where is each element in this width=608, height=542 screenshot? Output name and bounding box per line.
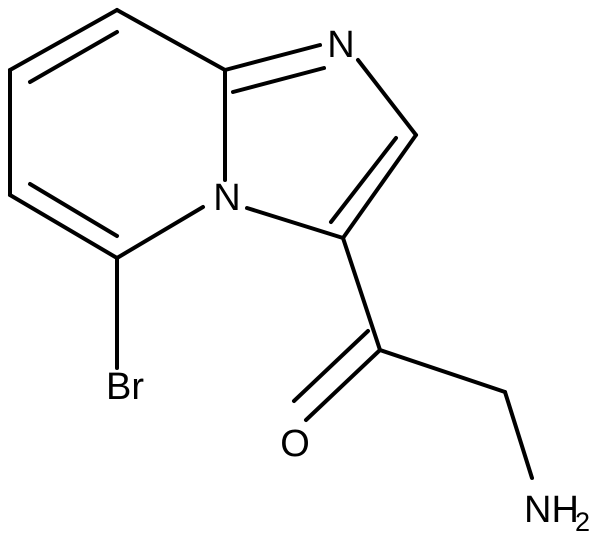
bond-n-imidazole-c2 [356,58,418,137]
bond-c2-c3-inner [329,136,398,224]
atom-amine: NH [524,489,579,531]
atom-n-imidazole: N [327,24,354,66]
bond-c2-c3 [341,133,418,240]
bond-ch2-nh2 [503,390,534,480]
bond-c8a-n-imidazole-inner [231,66,326,94]
bond-carbonyl-ch2 [378,348,507,394]
bond-pyridine-c4-c3 [8,193,119,260]
atom-oxygen: O [280,423,310,465]
atom-bromine: Br [106,366,144,408]
bond-pyridine-c6-c8a [115,8,227,72]
atom-amine-subscript: 2 [575,507,590,537]
bond-pyridine-c3-n [115,205,205,260]
bond-c3-carbonyl [341,236,382,352]
bond-c8a-n-imidazole [223,43,322,72]
bond-c3-n-bridge [245,206,345,240]
bonds [8,8,534,480]
atom-n-bridge: N [213,177,240,219]
bond-carbonyl-o-inner [292,329,370,403]
bond-pyridine-c5-c6-inner [28,30,119,84]
atom-labels: N N O Br NH 2 [106,24,590,537]
bond-pyridine-c4-c3-inner [28,182,119,238]
bond-pyridine-c5-c6 [8,8,119,72]
bond-carbonyl-o-outer [304,348,382,422]
